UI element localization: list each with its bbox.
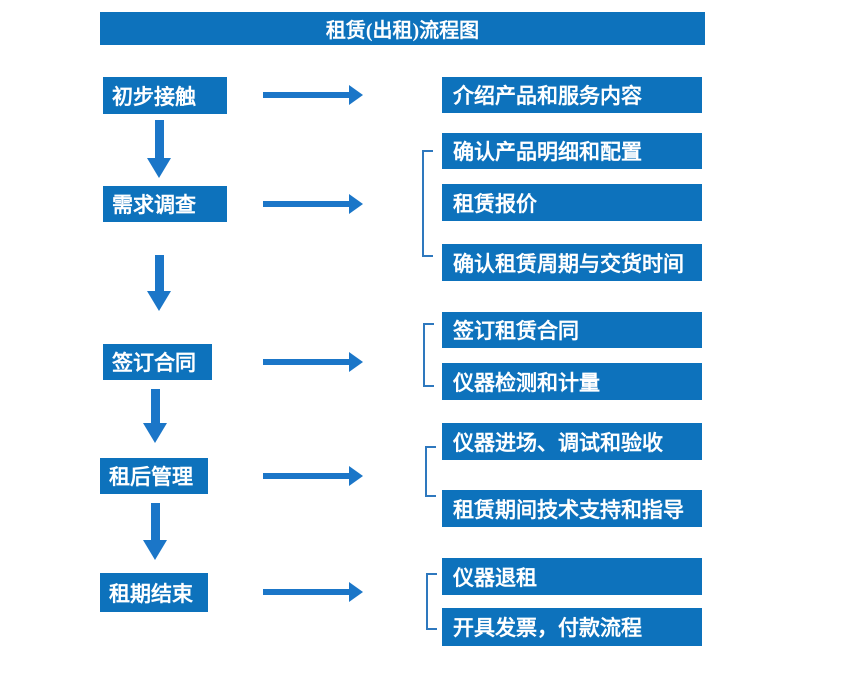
arrow-shaft bbox=[154, 255, 164, 291]
arrow-right-sign-contract bbox=[263, 352, 363, 372]
arrow-right-head-icon bbox=[349, 352, 363, 372]
arrow-shaft bbox=[263, 473, 349, 479]
stage-box-rental-period-end: 租期结束 bbox=[100, 573, 208, 612]
detail-box-confirm-rental-period-delivery: 确认租赁周期与交货时间 bbox=[442, 244, 702, 281]
arrow-down-head-icon bbox=[143, 540, 167, 560]
arrow-right-initial-contact bbox=[263, 85, 363, 105]
arrow-shaft bbox=[263, 92, 349, 98]
detail-box-rental-quote: 租赁报价 bbox=[442, 184, 702, 221]
bracket-sign-contract-group bbox=[423, 323, 434, 387]
arrow-down-3 bbox=[143, 389, 167, 443]
detail-box-rental-technical-support: 租赁期间技术支持和指导 bbox=[442, 490, 702, 527]
detail-box-instrument-return: 仪器退租 bbox=[442, 558, 702, 595]
stage-box-sign-contract: 签订合同 bbox=[103, 344, 212, 380]
arrow-right-head-icon bbox=[349, 85, 363, 105]
arrow-right-head-icon bbox=[349, 194, 363, 214]
arrow-right-demand-survey bbox=[263, 194, 363, 214]
arrow-down-1 bbox=[147, 120, 171, 178]
arrow-right-head-icon bbox=[349, 582, 363, 602]
stage-box-demand-survey: 需求调查 bbox=[103, 186, 227, 222]
arrow-shaft bbox=[263, 589, 349, 595]
detail-box-confirm-product-details-config: 确认产品明细和配置 bbox=[442, 133, 702, 169]
arrow-shaft bbox=[150, 389, 160, 423]
flowchart-title: 租赁(出租)流程图 bbox=[100, 12, 705, 45]
detail-box-sign-rental-contract: 签订租赁合同 bbox=[442, 312, 702, 348]
stage-box-post-rental-management: 租后管理 bbox=[100, 458, 208, 494]
detail-box-invoice-payment-process: 开具发票，付款流程 bbox=[442, 608, 702, 646]
arrow-down-head-icon bbox=[147, 158, 171, 178]
arrow-down-head-icon bbox=[147, 291, 171, 311]
arrow-right-head-icon bbox=[349, 466, 363, 486]
arrow-down-4 bbox=[143, 503, 167, 560]
arrow-down-head-icon bbox=[143, 423, 167, 443]
detail-box-instrument-entry-debug-acceptance: 仪器进场、调试和验收 bbox=[442, 423, 702, 460]
arrow-shaft bbox=[263, 359, 349, 365]
bracket-post-rental-group bbox=[425, 446, 436, 497]
arrow-down-2 bbox=[147, 255, 171, 311]
detail-box-instrument-testing-metering: 仪器检测和计量 bbox=[442, 363, 702, 400]
arrow-shaft bbox=[263, 201, 349, 207]
detail-box-introduce-products-services: 介绍产品和服务内容 bbox=[442, 77, 702, 113]
arrow-shaft bbox=[154, 120, 164, 158]
arrow-shaft bbox=[150, 503, 160, 540]
bracket-rental-end-group bbox=[426, 573, 437, 630]
bracket-demand-survey-group bbox=[422, 150, 433, 257]
stage-box-initial-contact: 初步接触 bbox=[103, 77, 227, 114]
arrow-right-rental-period-end bbox=[263, 582, 363, 602]
arrow-right-post-rental-management bbox=[263, 466, 363, 486]
